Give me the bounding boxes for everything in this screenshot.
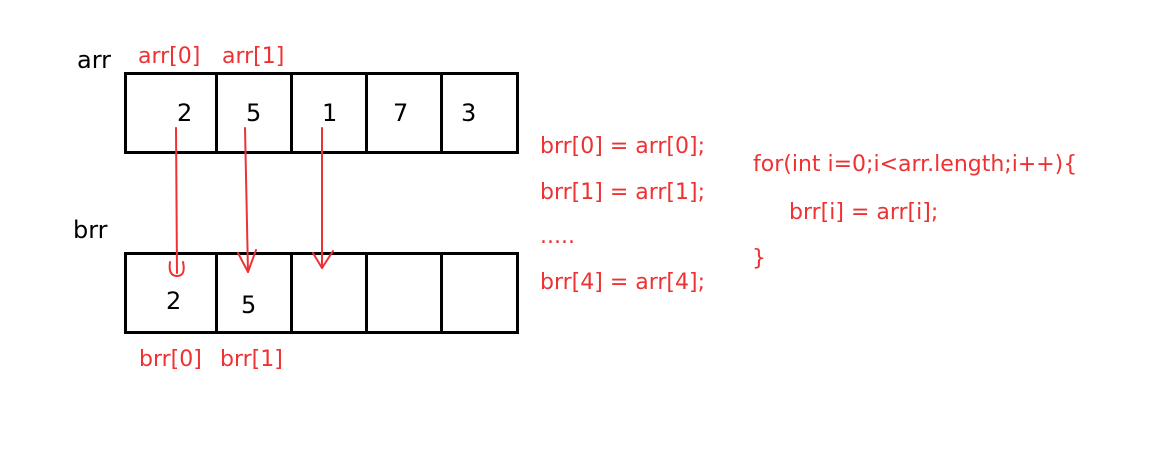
arr-index-label-0: arr[0] xyxy=(138,44,201,69)
arr-value-0: 2 xyxy=(177,99,193,127)
arr-name-label: arr xyxy=(77,46,112,74)
arr-value-2: 1 xyxy=(322,99,338,127)
copy-arrow-2 xyxy=(312,127,334,269)
arr-value-1: 5 xyxy=(246,99,262,127)
brr-cell-0: 2 xyxy=(127,255,218,331)
arr-value-4: 3 xyxy=(461,99,477,127)
arr-index-label-1: arr[1] xyxy=(222,44,285,69)
statement-1: brr[1] = arr[1]; xyxy=(540,180,706,205)
copy-arrow-1 xyxy=(237,127,257,273)
statement-0: brr[0] = arr[0]; xyxy=(540,134,706,159)
code-line-for: for(int i=0;i<arr.length;i++){ xyxy=(753,152,1078,177)
brr-index-label-1: brr[1] xyxy=(220,347,283,372)
code-line-close: } xyxy=(752,246,766,271)
brr-index-label-0: brr[0] xyxy=(139,347,202,372)
arr-cell-3: 7 xyxy=(368,75,443,151)
arr-cell-1: 5 xyxy=(218,75,293,151)
statement-3: brr[4] = arr[4]; xyxy=(540,270,706,295)
code-line-body: brr[i] = arr[i]; xyxy=(789,200,939,225)
arr-value-3: 7 xyxy=(393,99,409,127)
brr-value-0: 2 xyxy=(166,287,182,315)
brr-cell-3 xyxy=(368,255,443,331)
arr-cell-0: 2 xyxy=(127,75,218,151)
brr-value-1: 5 xyxy=(241,291,257,319)
statement-ellipsis: ..... xyxy=(540,224,575,249)
arr-cell-4: 3 xyxy=(443,75,516,151)
copy-arrow-0 xyxy=(168,127,185,277)
brr-cell-2 xyxy=(293,255,368,331)
brr-cell-1: 5 xyxy=(218,255,293,331)
arr-cell-2: 1 xyxy=(293,75,368,151)
brr-name-label: brr xyxy=(73,216,108,244)
